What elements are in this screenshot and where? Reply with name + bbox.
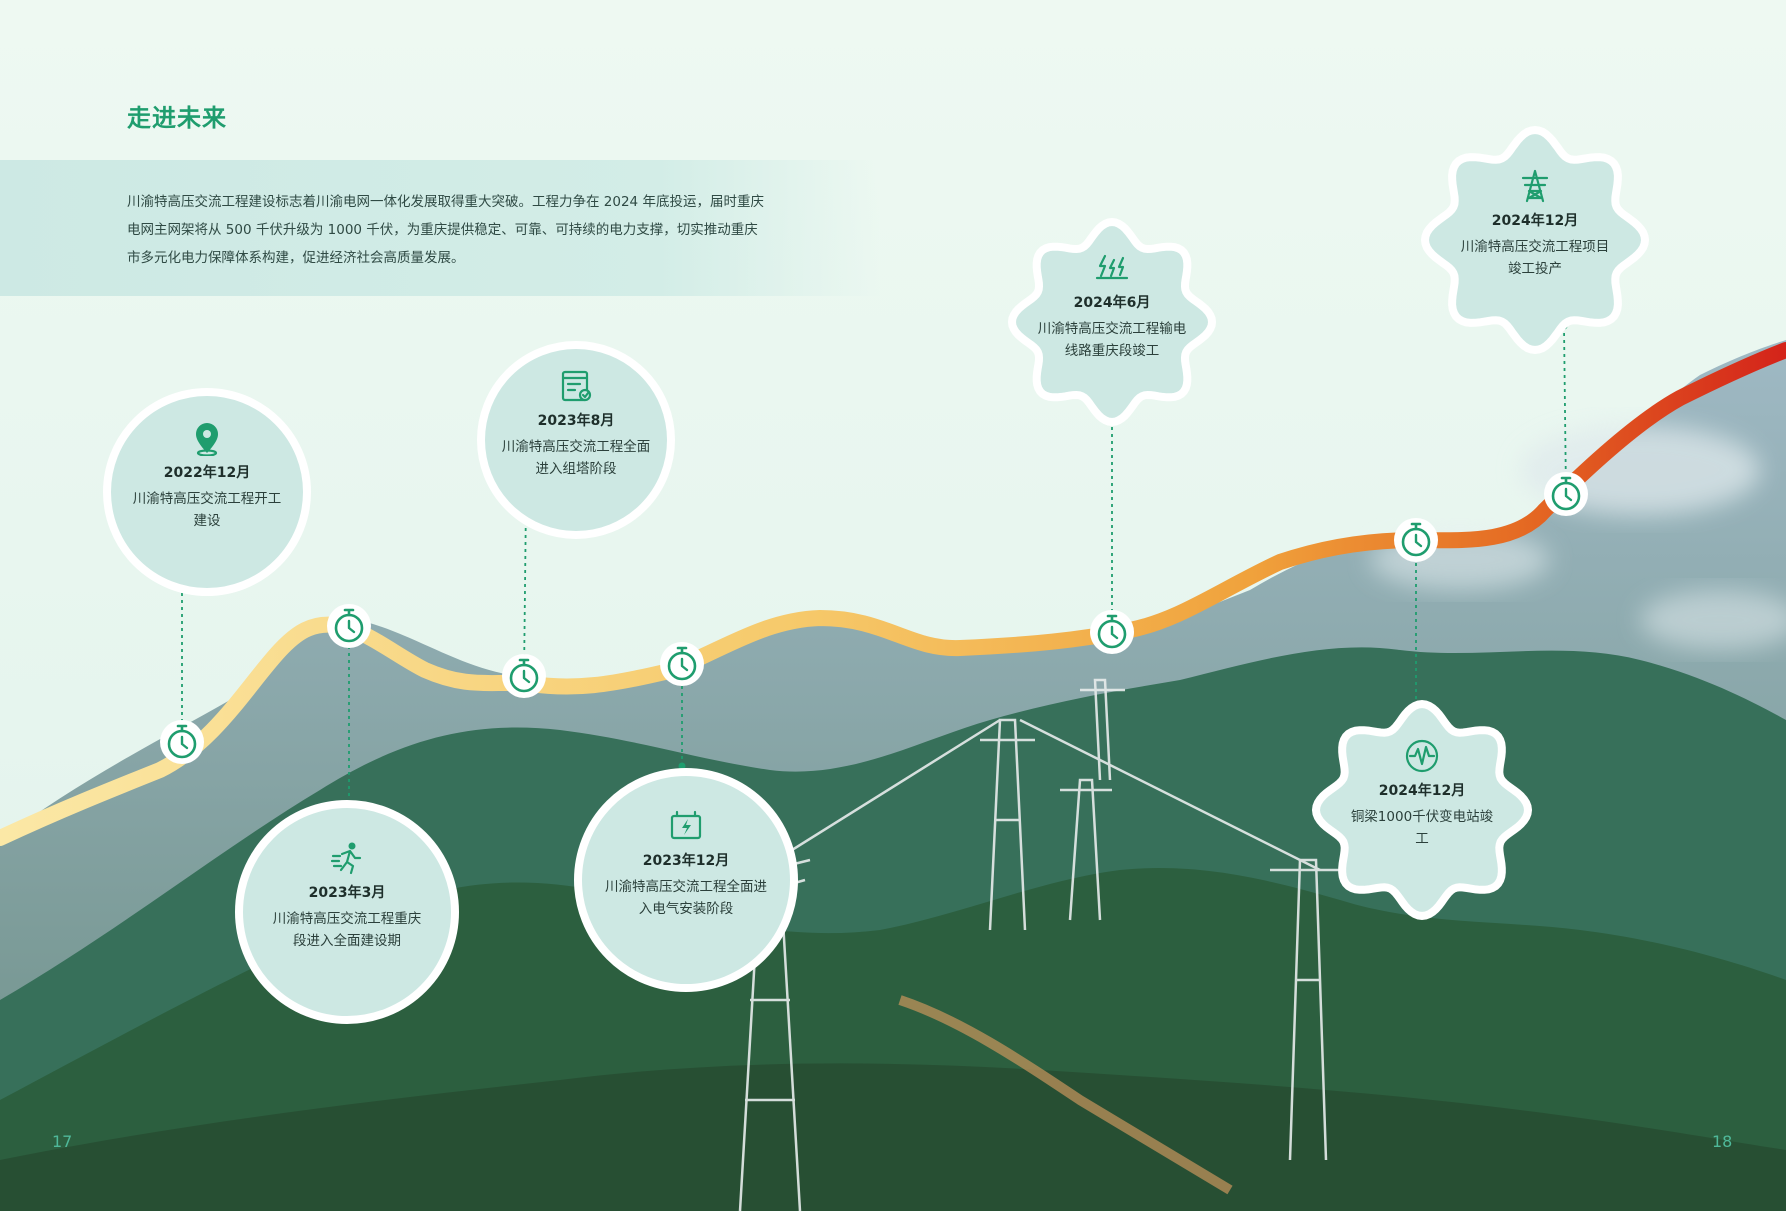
milestone-7: 2024年12月川渝特高压交流工程项目竣工投产 — [1460, 168, 1610, 280]
connector-dot-4 — [678, 762, 686, 770]
timeline-timer-4 — [660, 642, 704, 686]
location-pin-icon — [189, 420, 225, 457]
connector-line-3 — [523, 499, 527, 677]
timeline-timer-7 — [1544, 472, 1588, 516]
milestone-bubble-shape-6 — [1311, 699, 1533, 921]
milestone-description: 川渝特高压交流工程重庆段进入全面建设期 — [272, 911, 422, 949]
connector-line-7 — [1563, 325, 1567, 495]
milestone-bubble-shape-4 — [574, 768, 798, 992]
milestone-date: 2023年3月 — [308, 885, 386, 901]
milestone-6: 2024年12月铜梁1000千伏变电站竣工 — [1347, 738, 1497, 850]
milestone-bubble-shape-7 — [1420, 125, 1650, 355]
timeline-timer-2 — [327, 604, 371, 648]
timeline-timer-1 — [160, 720, 204, 764]
battery-bolt-icon — [668, 808, 704, 844]
transmission-tower-icon — [1517, 168, 1553, 204]
milestone-bubble-shapes — [103, 125, 1650, 1024]
timeline-timer-5 — [1090, 610, 1134, 654]
milestone-description: 川渝特高压交流工程项目竣工投产 — [1460, 239, 1610, 277]
milestone-bubble-shape-5 — [1007, 217, 1217, 427]
milestone-description: 川渝特高压交流工程全面进入电气安装阶段 — [605, 879, 767, 917]
intro-band — [0, 160, 880, 296]
milestone-date: 2022年12月 — [163, 465, 251, 481]
running-person-icon — [329, 840, 365, 876]
milestone-date: 2024年12月 — [1378, 783, 1466, 799]
milestone-date: 2023年12月 — [642, 853, 730, 869]
waveform-icon — [1404, 738, 1440, 774]
milestone-description: 川渝特高压交流工程开工建设 — [132, 491, 282, 529]
milestone-2: 2023年3月川渝特高压交流工程重庆段进入全面建设期 — [267, 840, 427, 952]
page-number-right: 18 — [1712, 1132, 1733, 1151]
timeline-timer-3 — [502, 654, 546, 698]
milestone-date: 2024年12月 — [1491, 213, 1579, 229]
milestone-bubble-shape-2 — [235, 800, 459, 1024]
milestone-description: 川渝特高压交流工程输电线路重庆段竣工 — [1037, 321, 1187, 359]
trend-line — [0, 342, 1786, 846]
timeline-timer-markers — [160, 472, 1588, 764]
milestone-date: 2024年6月 — [1073, 295, 1151, 311]
document-check-icon — [558, 368, 594, 404]
milestone-1: 2022年12月川渝特高压交流工程开工建设 — [132, 420, 282, 532]
milestone-description: 铜梁1000千伏变电站竣工 — [1350, 809, 1494, 847]
intro-paragraph: 川渝特高压交流工程建设标志着川渝电网一体化发展取得重大突破。工程力争在 2024… — [127, 194, 764, 266]
timeline-timer-6 — [1394, 518, 1438, 562]
page-number-left: 17 — [52, 1132, 73, 1151]
milestone-bubble-shape-3 — [477, 341, 675, 539]
milestone-3: 2023年8月川渝特高压交流工程全面进入组塔阶段 — [496, 368, 656, 480]
milestone-date: 2023年8月 — [537, 413, 615, 429]
power-transfer-icon — [1094, 250, 1130, 286]
milestone-description: 川渝特高压交流工程全面进入组塔阶段 — [501, 439, 651, 477]
milestone-4: 2023年12月川渝特高压交流工程全面进入电气安装阶段 — [599, 808, 774, 920]
milestone-5: 2024年6月川渝特高压交流工程输电线路重庆段竣工 — [1037, 250, 1187, 362]
page-title: 走进未来 — [127, 104, 227, 132]
milestone-bubble-shape-1 — [103, 388, 311, 596]
